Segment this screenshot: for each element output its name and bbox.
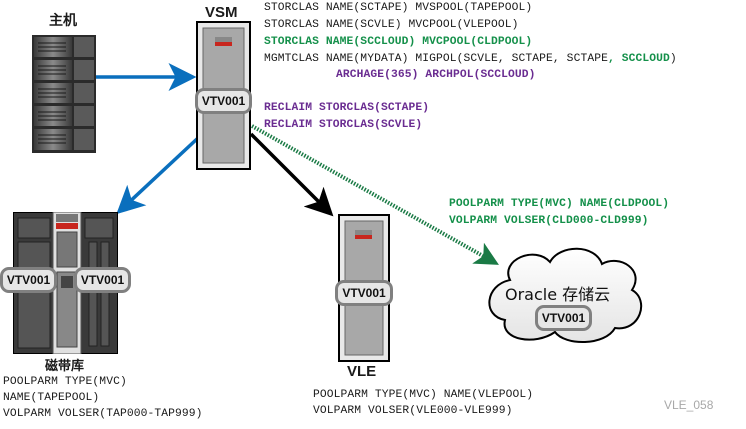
mgmtclas-cloud-text: , SCCLOUD (607, 53, 670, 65)
cloud-label: Oracle 存储云 (505, 285, 611, 304)
tape-config-line-1: POOLPARM TYPE(MVC) (3, 376, 127, 388)
tape-vtv-badge-right[interactable]: VTV001 (74, 267, 131, 293)
cloud-config-line-1: POOLPARM TYPE(MVC) NAME(CLDPOOL) (449, 198, 670, 210)
tape-config-line-2: NAME(TAPEPOOL) (3, 392, 100, 404)
tape-vtv-badge-left[interactable]: VTV001 (0, 267, 57, 293)
vsm-config-line-4: MGMTCLAS NAME(MYDATA) MIGPOL(SCVLE, SCTA… (264, 51, 677, 67)
vsm-to-vle-arrow (249, 132, 334, 217)
cloud-icon (488, 247, 643, 344)
vle-config-line-2: VOLPARM VOLSER(VLE000-VLE999) (313, 405, 513, 417)
reclaim-line-1: RECLAIM STORCLAS(SCTAPE) (264, 102, 430, 114)
vsm-label: VSM (205, 4, 238, 21)
tape-config-line-3: VOLPARM VOLSER(TAP000-TAP999) (3, 408, 203, 420)
reclaim-line-2: RECLAIM STORCLAS(SCVLE) (264, 119, 423, 131)
figure-id: VLE_058 (664, 398, 714, 412)
vle-config-line-1: POOLPARM TYPE(MVC) NAME(VLEPOOL) (313, 389, 534, 401)
mgmtclas-end-text: ) (669, 53, 677, 65)
vle-label: VLE (347, 363, 377, 380)
vsm-config-line-5: ARCHAGE(365) ARCHPOL(SCCLOUD) (336, 69, 536, 81)
vsm-vtv-badge[interactable]: VTV001 (195, 88, 252, 114)
host-label: 主机 (49, 12, 77, 28)
vsm-config-line-2: STORCLAS NAME(SCVLE) MVCPOOL(VLEPOOL) (264, 19, 519, 31)
vsm-config-line-3: STORCLAS NAME(SCCLOUD) MVCPOOL(CLDPOOL) (264, 36, 533, 48)
vsm-config-line-1: STORCLAS NAME(SCTAPE) MVSPOOL(TAPEPOOL) (264, 2, 533, 14)
vsm-to-cloud-arrow (251, 124, 499, 265)
vsm-to-tape-arrow (116, 136, 200, 215)
cloud-config-line-2: VOLPARM VOLSER(CLD000-CLD999) (449, 215, 649, 227)
cloud-vtv-badge[interactable]: VTV001 (535, 305, 592, 331)
mgmtclas-text: MGMTCLAS NAME(MYDATA) MIGPOL(SCVLE, SCTA… (264, 53, 608, 65)
tape-library-label: 磁带库 (45, 358, 85, 373)
host-server-icon (32, 35, 96, 153)
vle-vtv-badge[interactable]: VTV001 (335, 280, 393, 306)
